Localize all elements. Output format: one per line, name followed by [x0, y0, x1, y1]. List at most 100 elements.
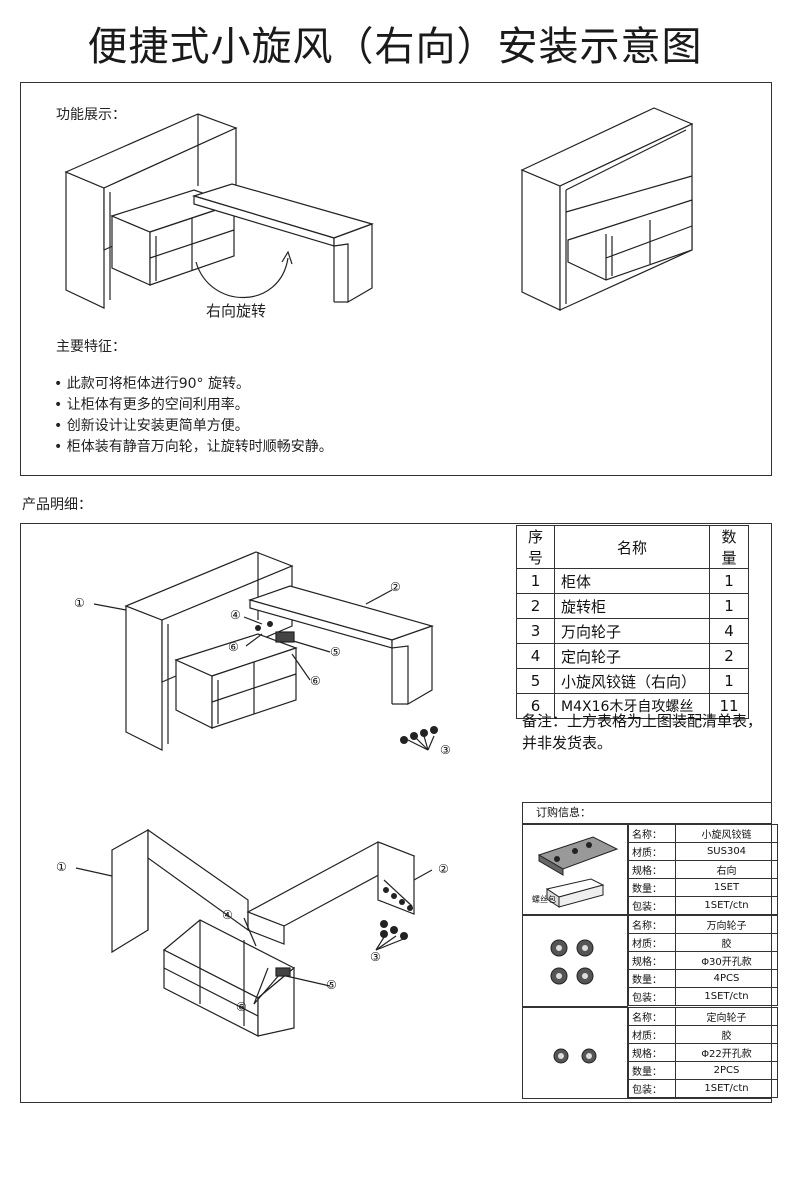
cell: 数量： — [628, 878, 676, 897]
cell: 1 — [709, 668, 749, 694]
callout-6c: ⑥ — [236, 1000, 247, 1014]
cell: 4 — [709, 618, 749, 644]
detail-label: 产品明细： — [22, 497, 92, 513]
table-row: 包装：1SET/ctn — [628, 896, 778, 915]
cell: 2 — [709, 643, 749, 669]
cell: 材质： — [628, 842, 676, 861]
cell: 1 — [709, 593, 749, 619]
cell: 数量： — [628, 1061, 676, 1080]
cell: 5 — [516, 668, 555, 694]
exploded-view-bottom — [75, 828, 433, 1037]
hinge-picture — [522, 824, 628, 915]
feature-item: • 让柜体有更多的空间利用率。 — [54, 397, 249, 413]
cell: 右向 — [675, 860, 778, 879]
table-row: 包装：1SET/ctn — [628, 1079, 778, 1098]
cell: M4X16木牙自攻螺丝 — [554, 693, 710, 719]
callout-5b: ⑤ — [326, 978, 337, 992]
swivel-wheel-icon — [550, 939, 594, 985]
callout-1: ① — [74, 596, 85, 610]
callout-1b: ① — [56, 860, 67, 874]
cell: 1 — [709, 568, 749, 594]
cell: 万向轮子 — [675, 915, 778, 934]
page-title: 便捷式小旋风（右向）安装示意图 — [87, 24, 703, 70]
cell: 旋转柜 — [554, 593, 710, 619]
feature-item: • 此款可将柜体进行90° 旋转。 — [54, 376, 250, 392]
cell: 包装： — [628, 896, 676, 915]
cell: 1SET/ctn — [675, 1079, 778, 1098]
cell: 材质： — [628, 1025, 676, 1044]
swivel-wheel-picture — [522, 915, 628, 1007]
table-row: 名称：定向轮子 — [628, 1007, 778, 1026]
callout-3: ③ — [440, 743, 451, 757]
exploded-view-top — [93, 551, 438, 751]
cell: 3 — [516, 618, 555, 644]
cell: 材质： — [628, 933, 676, 952]
cell: 1SET/ctn — [675, 896, 778, 915]
function-panel — [20, 82, 772, 476]
callout-5: ⑤ — [330, 645, 341, 659]
col-header: 序号 — [516, 525, 555, 569]
table-row: 规格：Φ22开孔款 — [628, 1043, 778, 1062]
callout-2: ② — [390, 580, 401, 594]
table-row: 数量：1SET — [628, 878, 778, 897]
cell: 1 — [516, 568, 555, 594]
cell: 小旋风铰链 — [675, 824, 778, 843]
table-row: 材质：胶 — [628, 1025, 778, 1044]
cabinet-closed-right — [520, 107, 694, 311]
cell: SUS304 — [675, 842, 778, 861]
features-list: • 此款可将柜体进行90° 旋转。 • 让柜体有更多的空间利用率。 • 创新设计… — [54, 374, 333, 458]
function-label: 功能展示： — [56, 107, 126, 123]
cell: 规格： — [628, 1043, 676, 1062]
order-info-header: 订购信息： — [522, 802, 772, 824]
callout-4b: ④ — [222, 908, 233, 922]
cell: 定向轮子 — [554, 643, 710, 669]
table-row: 数量：2PCS — [628, 1061, 778, 1080]
cell: 胶 — [675, 1025, 778, 1044]
feature-item: • 创新设计让安装更简单方便。 — [54, 418, 249, 434]
table-row: 规格：右向 — [628, 860, 778, 879]
table-row: 包装：1SET/ctn — [628, 987, 778, 1006]
table-header: 序号 名称 数量 — [516, 525, 749, 569]
col-header: 名称 — [554, 525, 710, 569]
cell: 规格： — [628, 951, 676, 970]
cell: Φ30开孔款 — [675, 951, 778, 970]
cell: 胶 — [675, 933, 778, 952]
cell: 名称： — [628, 824, 676, 843]
callout-4: ④ — [230, 608, 241, 622]
col-header: 数量 — [709, 525, 749, 569]
table-row: 规格：Φ30开孔款 — [628, 951, 778, 970]
cell: 2 — [516, 593, 555, 619]
fixed-wheel-picture — [522, 1007, 628, 1099]
cabinet-rotated-left — [64, 113, 374, 309]
spec-table-fixed: 名称：定向轮子 材质：胶 规格：Φ22开孔款 数量：2PCS 包装：1SET/c… — [628, 1007, 778, 1098]
cell: 定向轮子 — [675, 1007, 778, 1026]
hinge-icon — [537, 836, 619, 908]
cell: 名称： — [628, 915, 676, 934]
cell: 2PCS — [675, 1061, 778, 1080]
features-label: 主要特征： — [56, 339, 126, 355]
cell: 6 — [516, 693, 555, 719]
table-row: 名称：小旋风铰链 — [628, 824, 778, 843]
callout-3b: ③ — [370, 950, 381, 964]
table-row: 数量：4PCS — [628, 969, 778, 988]
cell: 4PCS — [675, 969, 778, 988]
screw-bag-label: 螺丝包 — [532, 895, 556, 904]
cell: 包装： — [628, 987, 676, 1006]
spec-table-swivel: 名称：万向轮子 材质：胶 规格：Φ30开孔款 数量：4PCS 包装：1SET/c… — [628, 915, 778, 1006]
fixed-wheel-icon — [553, 1048, 597, 1064]
table-note: 备注：上方表格为上图装配清单表，并非发货表。 — [522, 712, 763, 752]
cell: 1SET — [675, 878, 778, 897]
cell: 11 — [709, 693, 749, 719]
cell: 4 — [516, 643, 555, 669]
cell: 柜体 — [554, 568, 710, 594]
spec-table-hinge: 名称：小旋风铰链 材质：SUS304 规格：右向 数量：1SET 包装：1SET… — [628, 824, 778, 915]
cell: Φ22开孔款 — [675, 1043, 778, 1062]
callout-2b: ② — [438, 862, 449, 876]
